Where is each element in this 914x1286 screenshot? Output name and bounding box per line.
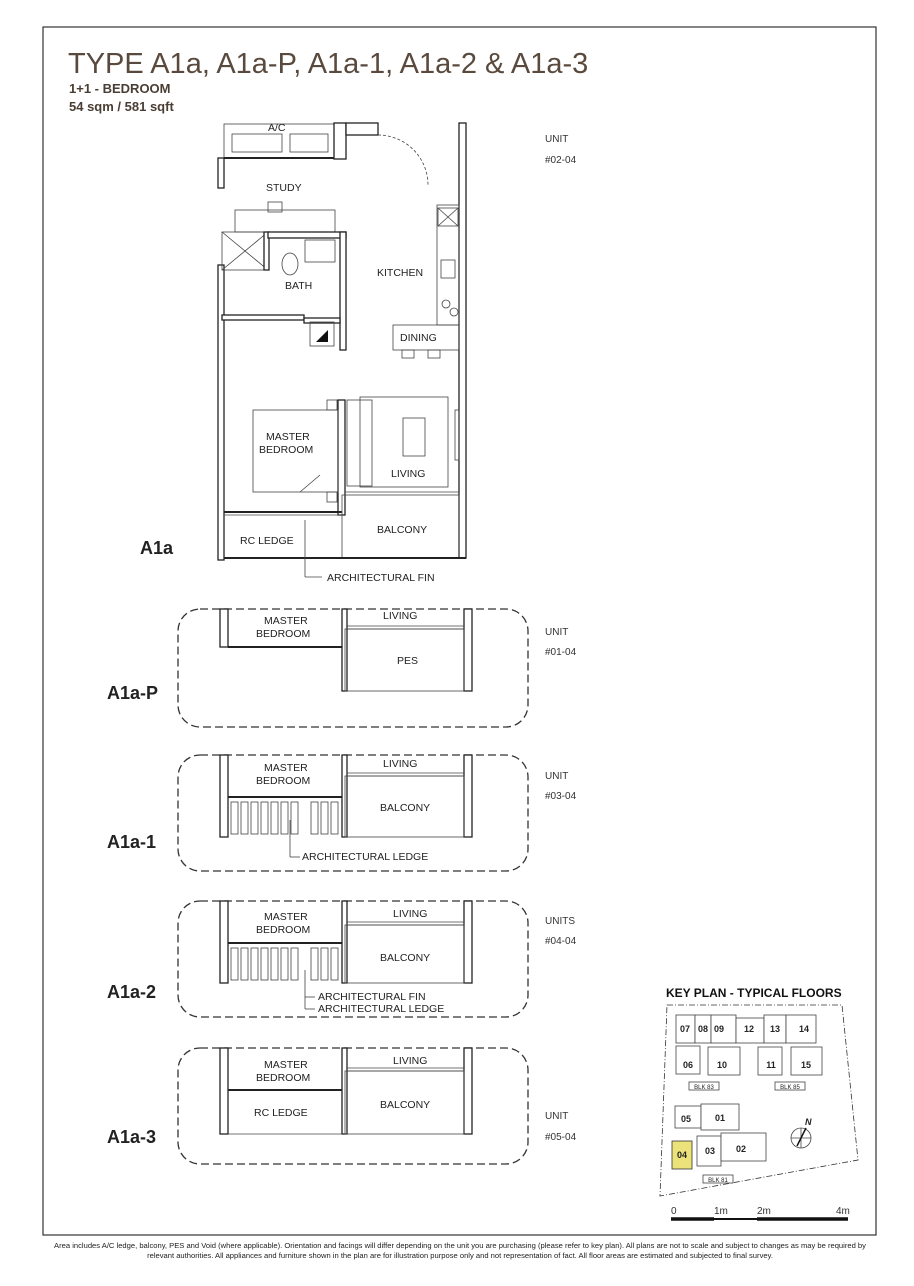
- plan-label-a1a: A1a: [140, 538, 174, 558]
- north-arrow-icon: N: [790, 1117, 812, 1149]
- key-plan-highlight-unit: [671, 1140, 693, 1170]
- unit-number: #03-04: [545, 791, 577, 802]
- svg-text:04: 04: [677, 1150, 687, 1160]
- callout-architectural-fin: ARCHITECTURAL FIN: [327, 572, 435, 584]
- svg-text:2m: 2m: [757, 1206, 771, 1217]
- svg-text:09: 09: [714, 1024, 724, 1034]
- page-border: [42, 26, 877, 1236]
- room-dining: DINING: [400, 332, 437, 344]
- room-living: LIVING: [393, 1055, 427, 1067]
- svg-text:11: 11: [766, 1060, 776, 1070]
- svg-text:01: 01: [715, 1113, 725, 1123]
- page-title: TYPE A1a, A1a-P, A1a-1, A1a-2 & A1a-3: [68, 48, 588, 80]
- svg-text:03: 03: [705, 1146, 715, 1156]
- room-living: LIVING: [393, 908, 427, 920]
- plan-label-a1a-p: A1a-P: [107, 683, 158, 703]
- room-balcony: BALCONY: [380, 1099, 430, 1111]
- room-master-bedroom-line1: MASTER: [264, 1059, 308, 1071]
- scale-bar: 0 1m 2m 4m: [671, 1206, 850, 1221]
- svg-text:1m: 1m: [714, 1206, 728, 1217]
- room-master-bedroom-line2: BEDROOM: [256, 924, 310, 936]
- svg-text:14: 14: [799, 1024, 809, 1034]
- svg-text:12: 12: [744, 1024, 754, 1034]
- unit-heading: UNIT: [545, 1111, 568, 1122]
- room-master-bedroom-line2: BEDROOM: [259, 444, 313, 456]
- room-bath: BATH: [285, 280, 312, 292]
- svg-text:0: 0: [671, 1206, 677, 1217]
- svg-text:4m: 4m: [836, 1206, 850, 1217]
- room-living: LIVING: [383, 610, 417, 622]
- room-balcony: BALCONY: [377, 524, 427, 536]
- plan-label-a1a-2: A1a-2: [107, 982, 156, 1002]
- callout-architectural-fin: ARCHITECTURAL FIN: [318, 991, 426, 1003]
- svg-text:02: 02: [736, 1144, 746, 1154]
- room-balcony: BALCONY: [380, 802, 430, 814]
- variant-plan-a1a-1: MASTER BEDROOM LIVING BALCONY ARCHITECTU…: [107, 754, 577, 872]
- unit-number: #01-04: [545, 647, 577, 658]
- unit-heading: UNIT: [545, 134, 568, 145]
- plan-label-a1a-1: A1a-1: [107, 832, 156, 852]
- room-kitchen: KITCHEN: [377, 267, 423, 279]
- callout-architectural-ledge: ARCHITECTURAL LEDGE: [318, 1003, 444, 1015]
- room-master-bedroom-line1: MASTER: [264, 762, 308, 774]
- svg-text:BLK 81: BLK 81: [708, 1178, 728, 1184]
- room-master-bedroom-line1: MASTER: [266, 431, 310, 443]
- room-master-bedroom-line1: MASTER: [264, 911, 308, 923]
- room-master-bedroom-line1: MASTER: [264, 615, 308, 627]
- room-ac-ledge: A/C: [268, 122, 286, 134]
- unit-number: #02-04: [545, 155, 577, 166]
- key-plan-title: KEY PLAN - TYPICAL FLOORS: [666, 986, 842, 1000]
- room-pes: PES: [397, 655, 418, 667]
- variant-plan-a1a-3: MASTER BEDROOM LIVING BALCONY RC LEDGE A…: [107, 1047, 577, 1165]
- svg-text:15: 15: [801, 1060, 811, 1070]
- room-rc-ledge: RC LEDGE: [240, 535, 294, 547]
- unit-heading: UNIT: [545, 627, 568, 638]
- unit-area: 54 sqm / 581 sqft: [69, 99, 174, 114]
- svg-text:13: 13: [770, 1024, 780, 1034]
- disclaimer-note: Area includes A/C ledge, balcony, PES an…: [54, 1241, 866, 1260]
- svg-text:05: 05: [681, 1114, 691, 1124]
- svg-text:N: N: [805, 1117, 812, 1127]
- variant-plan-a1a-p: MASTER BEDROOM LIVING PES A1a-P UNIT #01…: [107, 608, 577, 728]
- room-rc-ledge: RC LEDGE: [254, 1107, 308, 1119]
- unit-heading: UNITS: [545, 916, 575, 927]
- room-master-bedroom-line2: BEDROOM: [256, 628, 310, 640]
- room-master-bedroom-line2: BEDROOM: [256, 1072, 310, 1084]
- room-living: LIVING: [391, 468, 425, 480]
- room-master-bedroom-line2: BEDROOM: [256, 775, 310, 787]
- room-balcony: BALCONY: [380, 952, 430, 964]
- main-plan-a1a: BALCONY RC LEDGE ARCHITECTURAL FIN A/C S…: [140, 122, 577, 584]
- variant-plan-a1a-2: MASTER BEDROOM LIVING BALCONY ARCHITECTU…: [107, 900, 577, 1018]
- svg-text:10: 10: [717, 1060, 727, 1070]
- callout-architectural-ledge: ARCHITECTURAL LEDGE: [302, 851, 428, 863]
- svg-text:BLK 85: BLK 85: [780, 1085, 800, 1091]
- bedroom-type: 1+1 - BEDROOM: [69, 81, 171, 96]
- plan-label-a1a-3: A1a-3: [107, 1127, 156, 1147]
- svg-text:06: 06: [683, 1060, 693, 1070]
- room-living: LIVING: [383, 758, 417, 770]
- room-study: STUDY: [266, 182, 302, 194]
- svg-text:08: 08: [698, 1024, 708, 1034]
- unit-heading: UNIT: [545, 771, 568, 782]
- svg-text:07: 07: [680, 1024, 690, 1034]
- svg-text:BLK 83: BLK 83: [694, 1085, 714, 1091]
- unit-number: #05-04: [545, 1132, 577, 1143]
- unit-number: #04-04: [545, 936, 577, 947]
